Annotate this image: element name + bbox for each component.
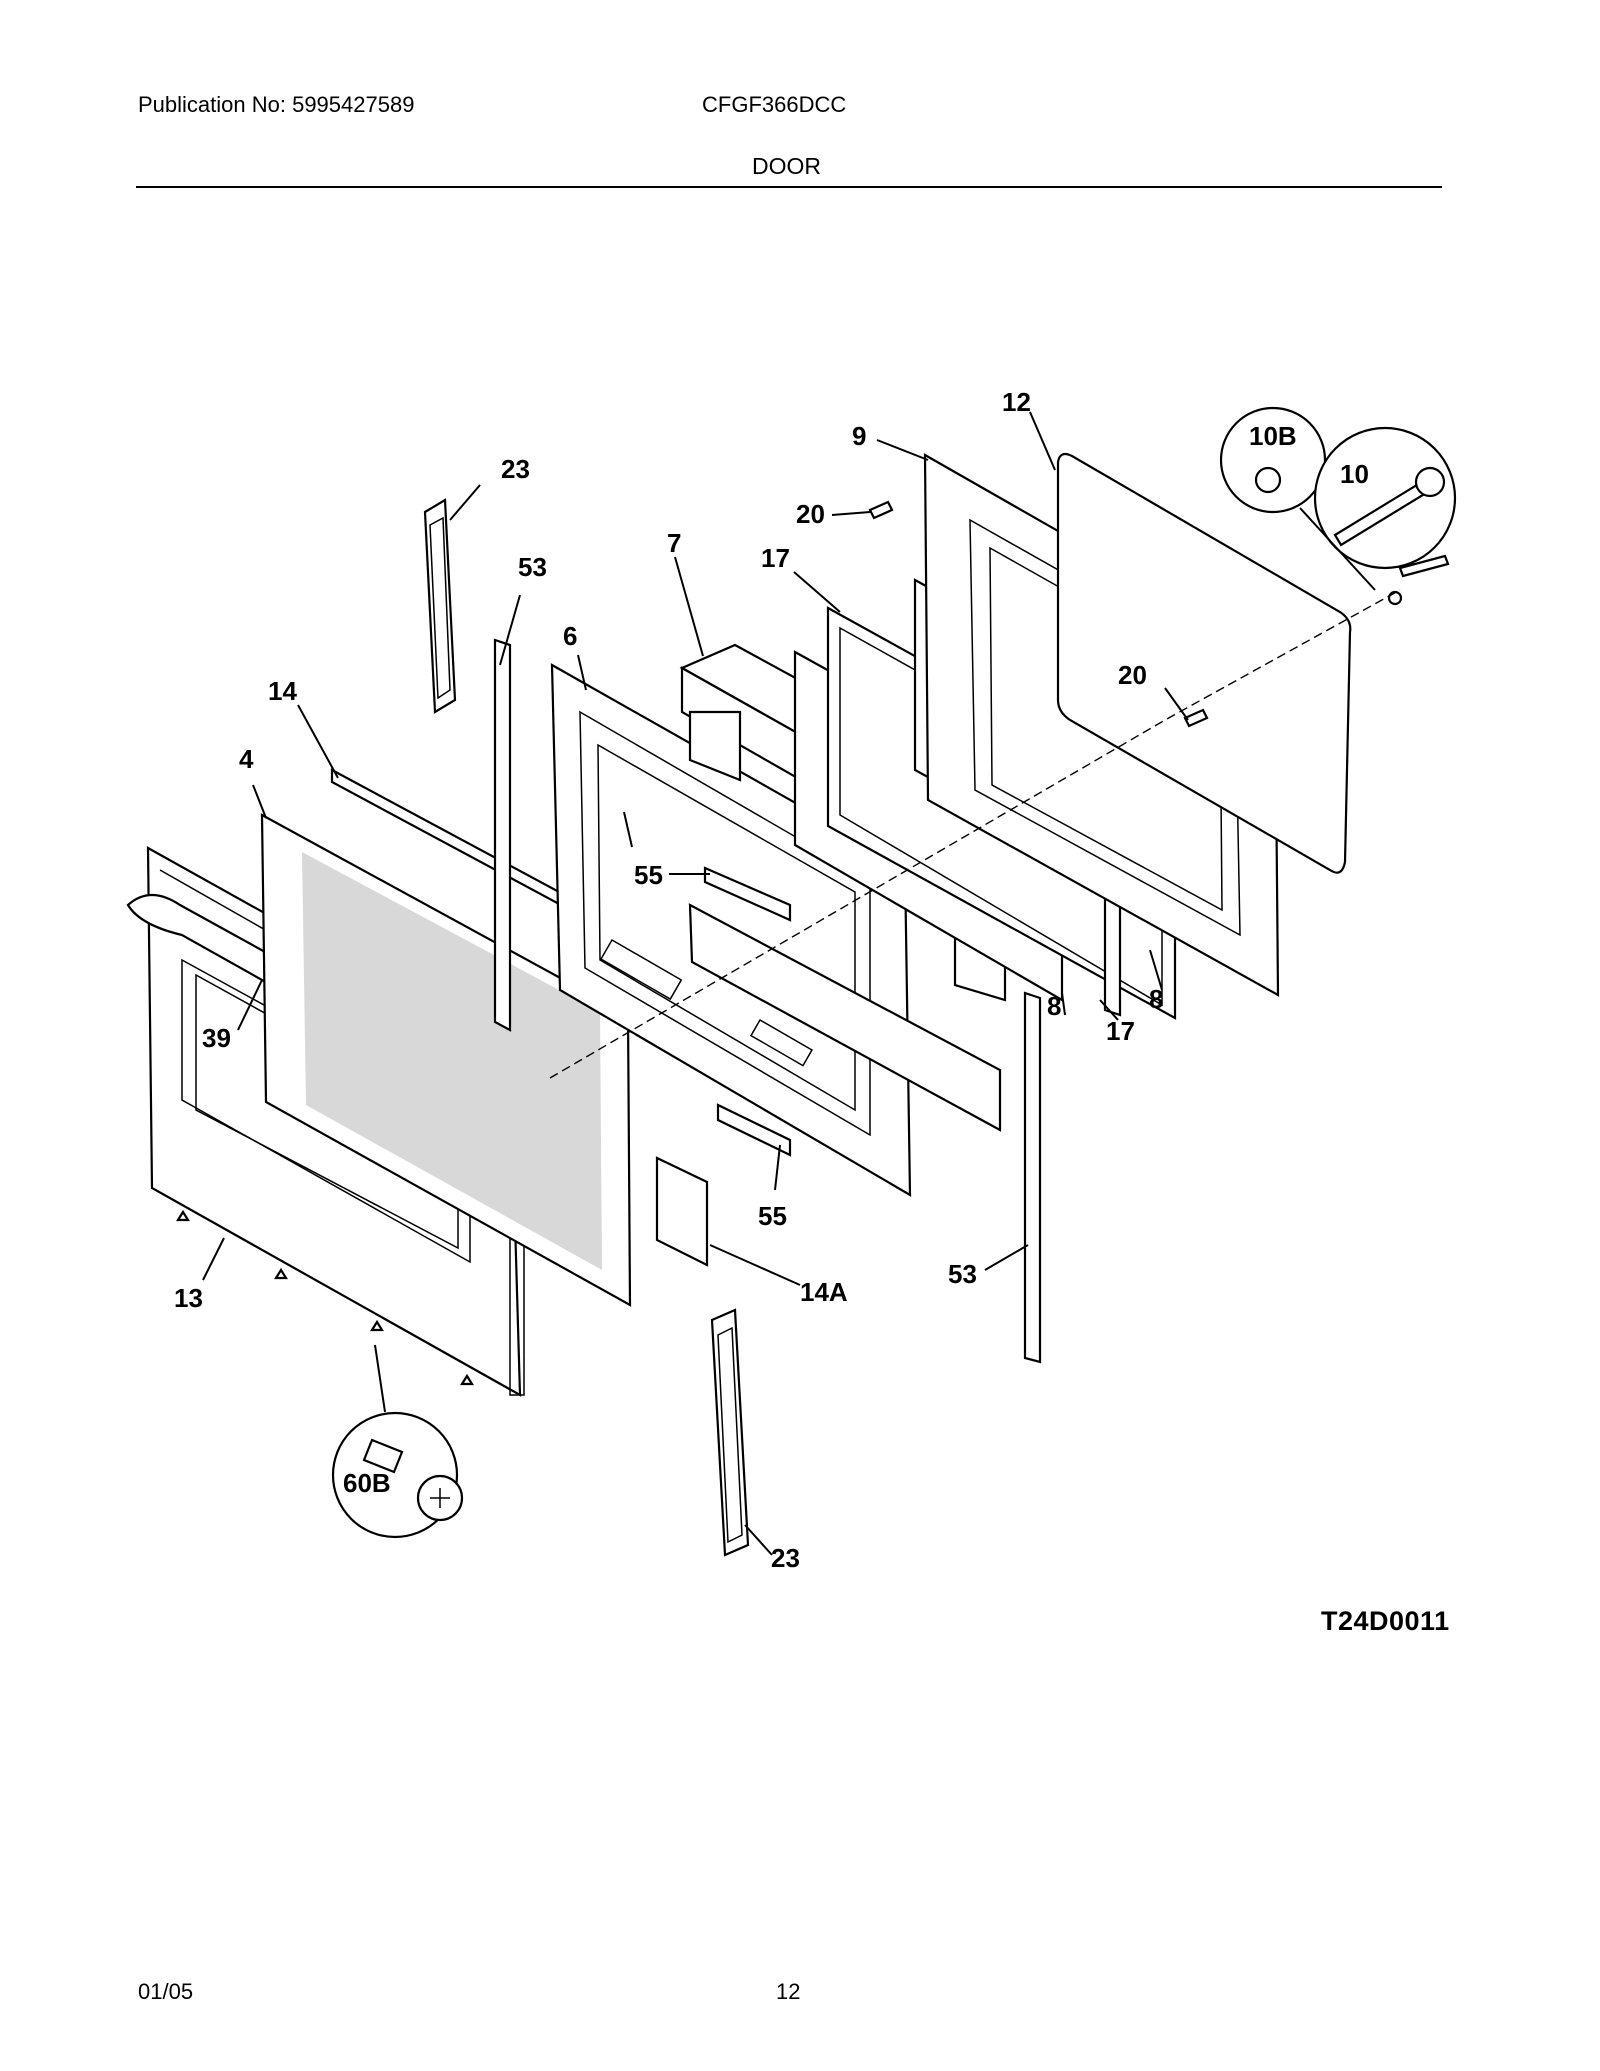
door-gasket: [1056, 452, 1352, 874]
callout-6: 6: [563, 621, 577, 651]
callout-60B: 60B: [343, 1468, 391, 1498]
callout-10: 10: [1340, 459, 1369, 489]
publication-number: Publication No: 5995427589: [138, 92, 415, 117]
callout-20-right: 20: [1118, 660, 1147, 690]
callout-8-mid: 8: [1047, 991, 1061, 1021]
page-number: 12: [776, 1979, 801, 2004]
callout-20-top: 20: [796, 499, 825, 529]
callout-14: 14: [268, 676, 297, 706]
small-screws: [868, 500, 1209, 728]
callout-14A: 14A: [800, 1277, 848, 1307]
hinge-bottom: [710, 1308, 750, 1557]
callout-39: 39: [202, 1023, 231, 1053]
callout-17-bottom: 17: [1106, 1016, 1135, 1046]
callout-53-left: 53: [518, 552, 547, 582]
hinge-receivers: [703, 866, 792, 1157]
detail-circle-10: [1313, 426, 1457, 570]
callout-12: 12: [1002, 387, 1031, 417]
callout-55-bottom: 55: [758, 1201, 787, 1231]
section-title: DOOR: [752, 153, 821, 179]
callout-9: 9: [852, 421, 866, 451]
model-number: CFGF366DCC: [702, 92, 847, 117]
detail-circle-60B: [331, 1411, 464, 1539]
callout-17-top: 17: [761, 543, 790, 573]
footer-date: 01/05: [138, 1979, 194, 2004]
leader-lines: [202, 411, 1376, 1556]
callout-7: 7: [667, 528, 681, 558]
side-trim-right: [1023, 991, 1042, 1364]
callout-23-top: 23: [501, 454, 530, 484]
alignment-line: [549, 589, 1401, 1079]
callout-10B: 10B: [1249, 421, 1297, 451]
panel-screws: [176, 1209, 474, 1386]
callout-23-bottom: 23: [771, 1543, 800, 1573]
diagram-code: T24D0011: [1321, 1606, 1450, 1636]
rating-label: [655, 1156, 709, 1267]
hinge-top: [423, 498, 457, 714]
callout-8-right: 8: [1149, 984, 1163, 1014]
callout-53-right: 53: [948, 1259, 977, 1289]
header-divider: [136, 186, 1442, 188]
callout-4: 4: [239, 744, 254, 774]
side-trim-left: [493, 638, 512, 1032]
callout-13: 13: [174, 1283, 203, 1313]
callout-55-mid: 55: [634, 860, 663, 890]
